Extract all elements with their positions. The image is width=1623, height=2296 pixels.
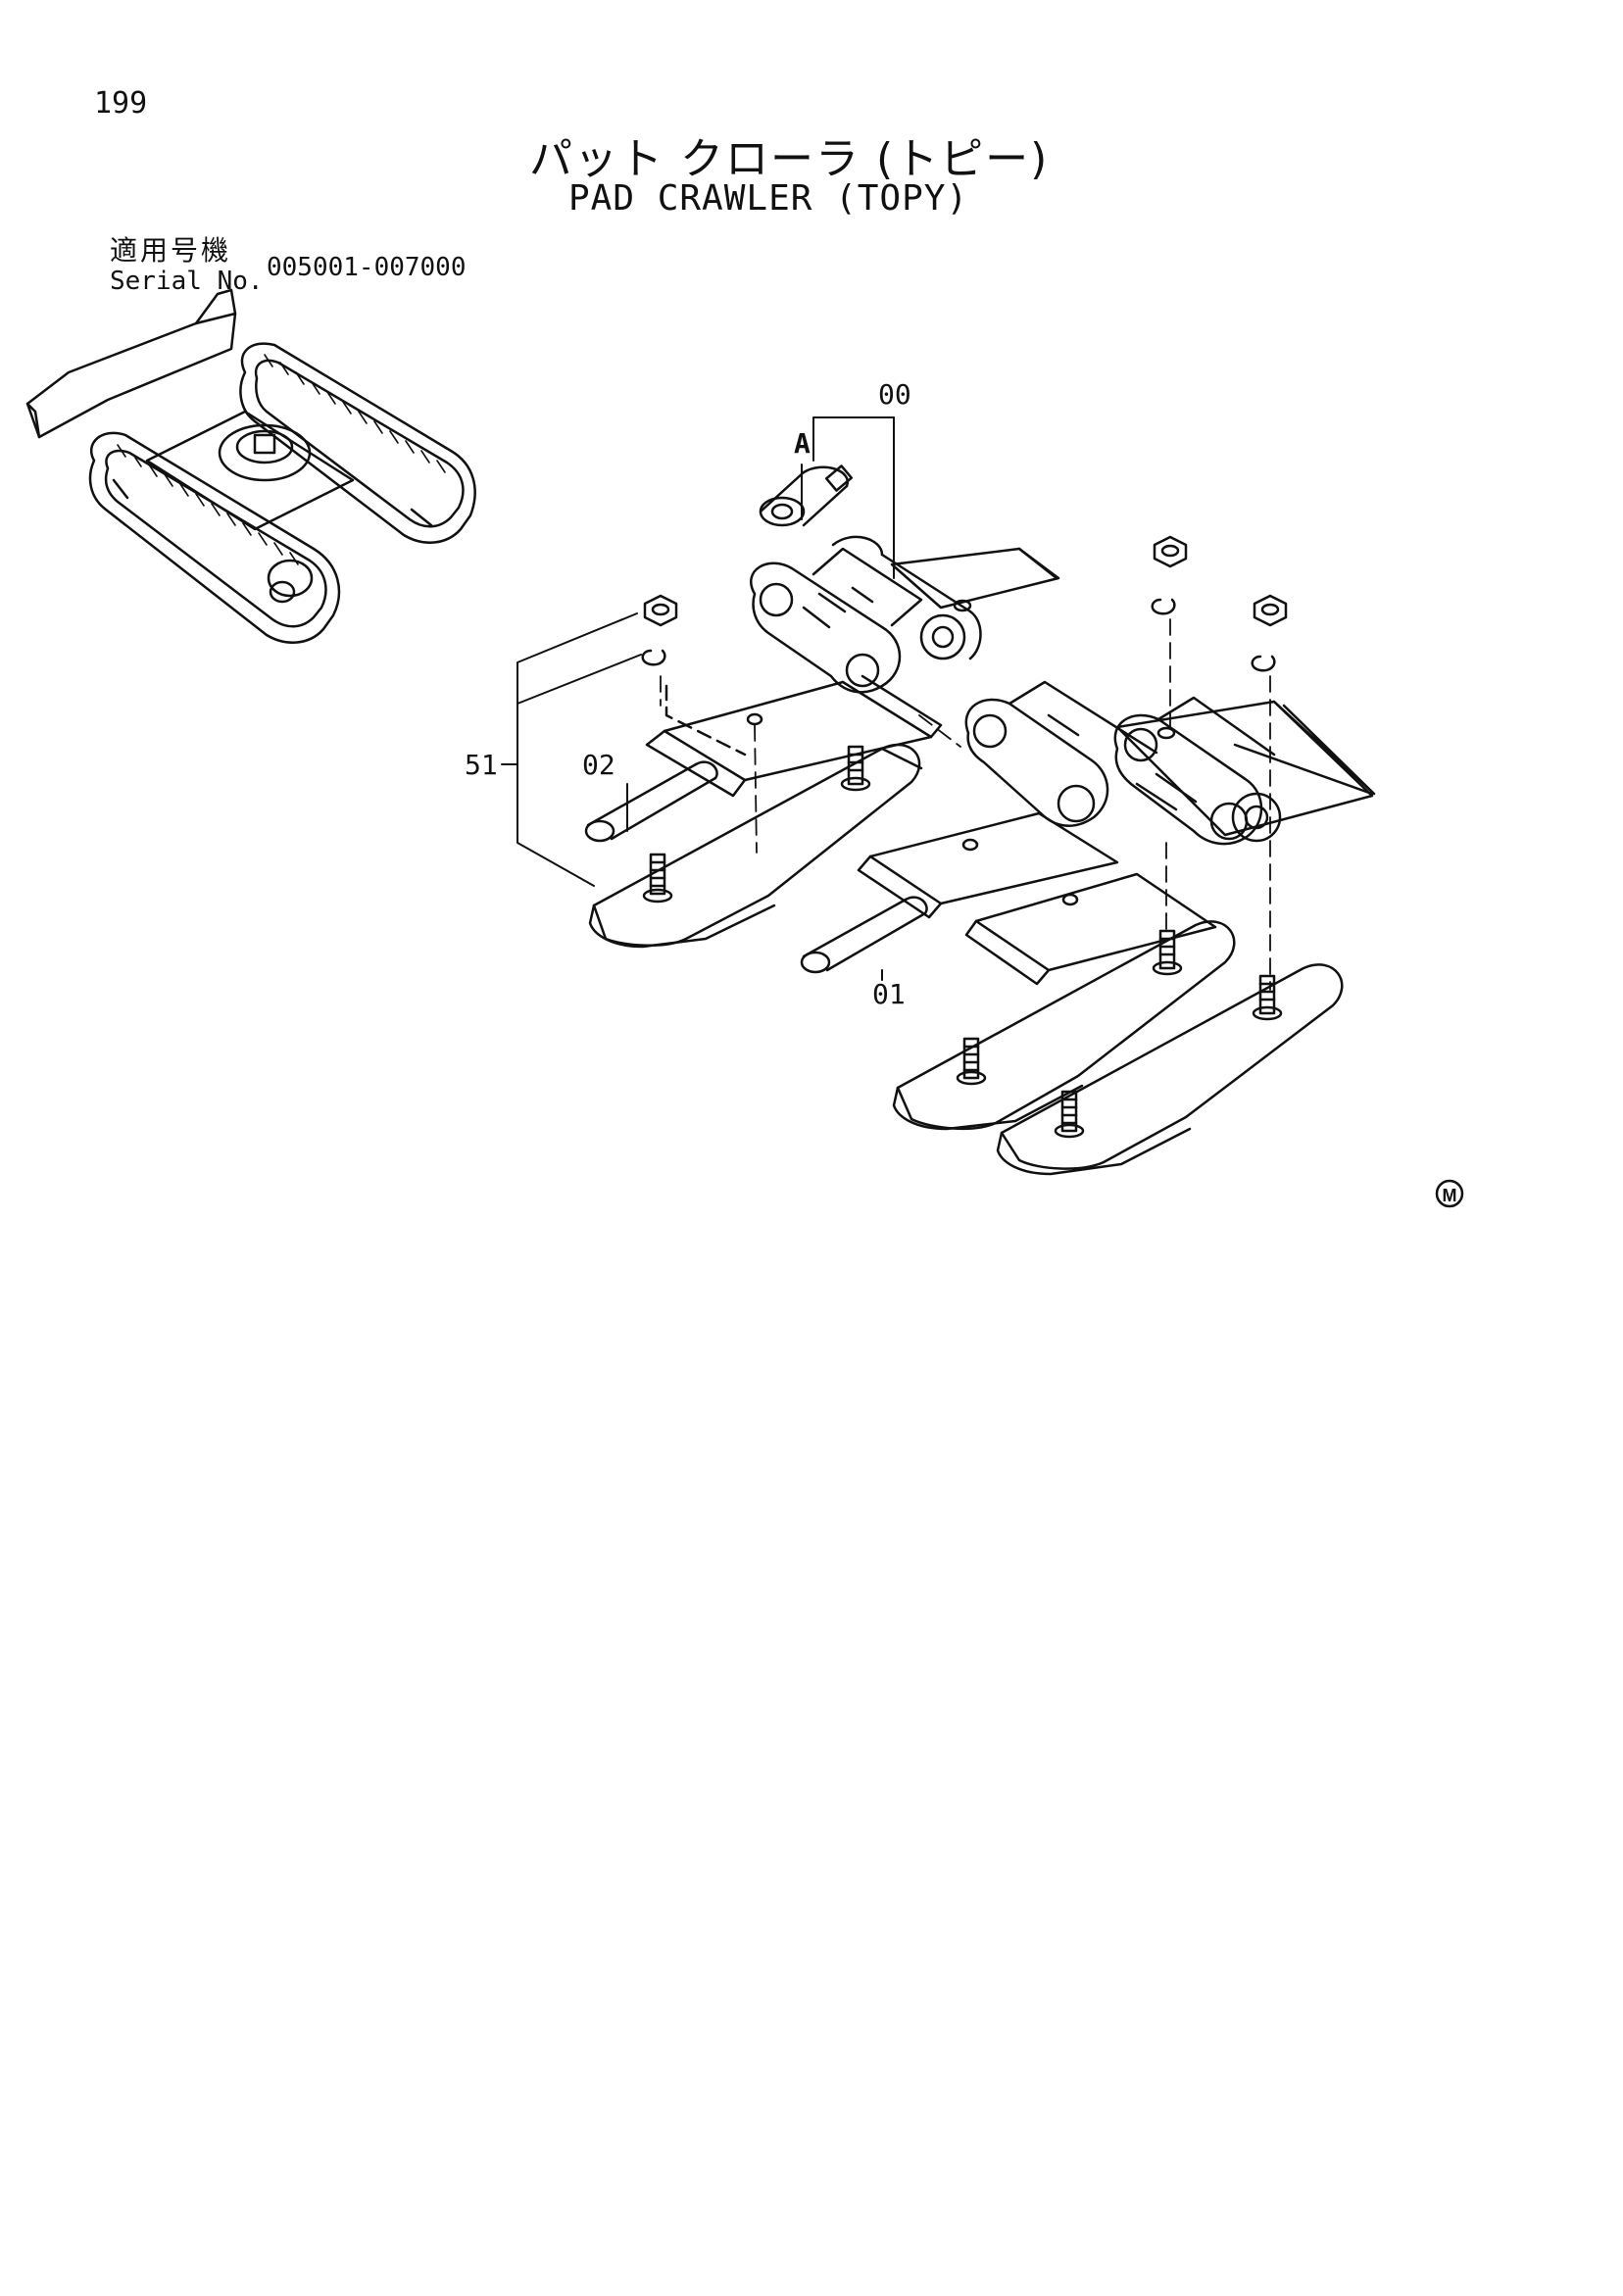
nut-washer-right — [1251, 594, 1288, 672]
callout-00: 00 — [878, 378, 911, 411]
page-title-japanese: パット クローラ (トピー) — [529, 134, 1050, 184]
page-number: 199 — [94, 86, 148, 121]
machine-thumbnail — [25, 288, 476, 644]
rubber-pad-3 — [996, 963, 1344, 1176]
callout-02: 02 — [582, 749, 615, 781]
serial-label-japanese: 適用号機 — [110, 234, 232, 267]
crawler-assembly — [501, 416, 1376, 1176]
circled-m-mark: M — [1435, 1179, 1464, 1208]
nut-washer-center — [1151, 535, 1188, 615]
bushing-part — [759, 464, 854, 527]
callout-a: A — [794, 427, 811, 460]
upper-link-pair — [750, 535, 982, 694]
rubber-pad-1 — [588, 743, 923, 949]
rubber-pad-2 — [892, 920, 1236, 1131]
pin-01-part — [800, 896, 928, 974]
callout-01: 01 — [872, 978, 906, 1010]
callout-51: 51 — [465, 749, 498, 781]
serial-number-range: 005001-007000 — [267, 253, 467, 282]
serial-label-english: Serial No. — [110, 267, 264, 296]
nut-washer-left — [641, 594, 678, 666]
page-title-english: PAD CRAWLER (TOPY) — [568, 178, 969, 219]
lower-link-pair — [964, 680, 1282, 846]
pin-02-part — [584, 760, 718, 843]
circled-m-label: M — [1443, 1186, 1457, 1205]
